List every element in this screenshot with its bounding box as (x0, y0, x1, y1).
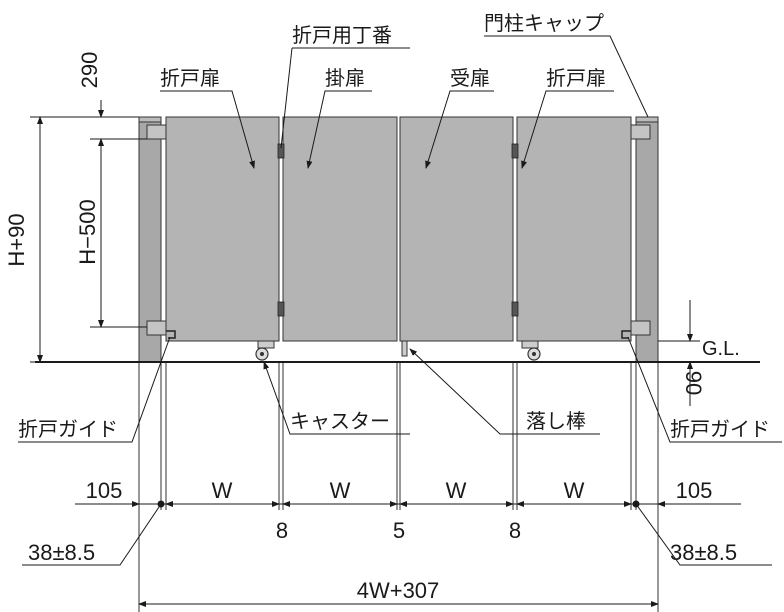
dim-total-height-label: H+90 (4, 213, 29, 266)
dim-gap-left-label: 8 (276, 518, 288, 543)
label-fold-door-left: 折戸扉 (160, 66, 220, 90)
bracket-icon (146, 124, 167, 140)
hinge-icon (511, 301, 519, 317)
fold-door-right-panel (516, 116, 632, 342)
dim-total-width-label: 4W+307 (357, 578, 440, 603)
label-fold-door-right-leader (521, 90, 614, 169)
label-hanging-door: 掛扉 (325, 66, 365, 90)
dim-top-offset-label: 290 (77, 52, 102, 89)
hinge-icon (277, 301, 285, 317)
drop-rod-icon (401, 340, 408, 357)
right-post-cap (635, 116, 659, 123)
dim-below-ground-label: 90 (681, 371, 706, 395)
caster-right-icon (521, 340, 541, 361)
label-caster: キャスター (290, 409, 390, 433)
label-guide-right: 折戸ガイド (670, 417, 770, 441)
hanging-door-panel (282, 116, 398, 342)
label-fold-door-right: 折戸扉 (546, 66, 606, 90)
label-drop-rod-leader (409, 348, 600, 435)
bracket-icon (630, 320, 651, 336)
label-hanging-door-leader (306, 90, 372, 169)
dim-panel-w4-label: W (564, 478, 585, 503)
dim-panel-w2-label: W (330, 478, 351, 503)
dim-hinge-span-label: H−500 (75, 199, 100, 264)
label-post-cap-leader (484, 35, 649, 118)
tolerance-right-leader (635, 503, 772, 566)
label-caster-leader (263, 361, 410, 435)
fold-guide-left-icon (166, 330, 176, 339)
hinge-icon (511, 143, 519, 159)
bracket-icon (146, 320, 167, 336)
label-guide-left: 折戸ガイド (18, 417, 118, 441)
dim-panel-w3-label: W (446, 478, 467, 503)
label-fold-door-left-leader (160, 90, 255, 169)
dim-panel-w1-label: W (212, 478, 233, 503)
dim-side-right-label: 105 (676, 478, 713, 503)
dim-tolerance-left-label: 38±8.5 (28, 540, 95, 565)
caster-left-icon (255, 340, 275, 361)
label-receiving-door: 受扉 (450, 66, 490, 90)
label-drop-rod: 落し棒 (526, 409, 586, 433)
tolerance-left-leader (22, 503, 162, 566)
bracket-icon (630, 124, 651, 140)
label-post-cap: 門柱キャップ (484, 11, 604, 35)
dim-side-left-label: 105 (86, 478, 123, 503)
extension-lines (30, 116, 700, 612)
receiving-door-panel (399, 116, 514, 342)
label-guide-right-leader (627, 336, 782, 443)
label-receiving-door-leader (425, 90, 494, 169)
dim-gap-center-label: 5 (393, 518, 405, 543)
label-guide-left-leader (18, 336, 171, 443)
dim-gap-right-label: 8 (509, 518, 521, 543)
fold-guide-right-icon (621, 330, 631, 339)
label-hinge-leader (280, 47, 410, 149)
ground-level-label: G.L. (702, 338, 740, 360)
label-hinge: 折戸用丁番 (292, 23, 392, 47)
left-post-cap (138, 116, 162, 123)
fold-door-left-panel (165, 116, 280, 342)
dim-tolerance-right-label: 38±8.5 (670, 540, 737, 565)
